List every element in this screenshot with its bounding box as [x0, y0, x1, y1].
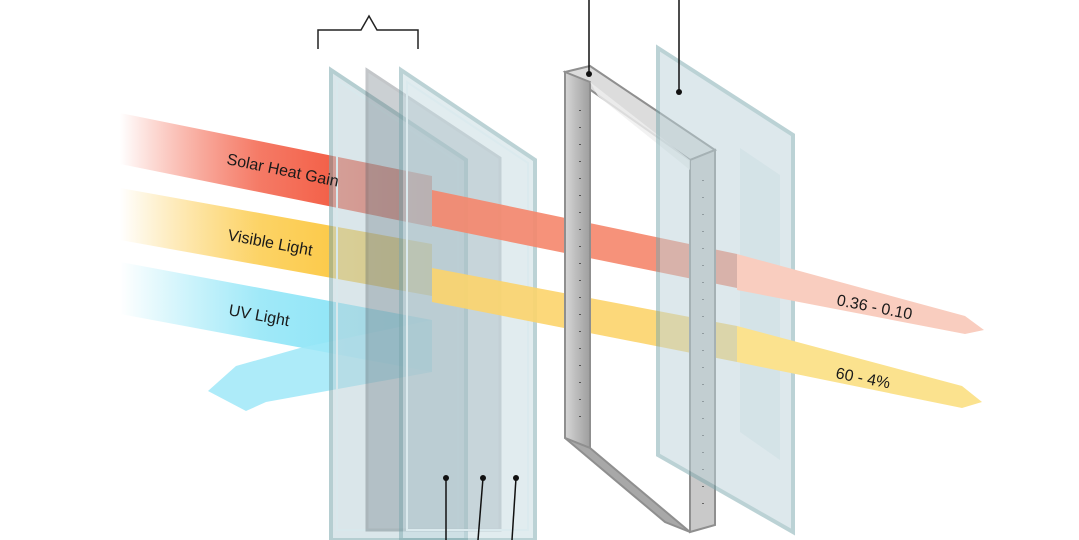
glazing-bracket	[317, 14, 419, 49]
bottom-leader-lines	[443, 475, 519, 540]
visible-light-arrow-out	[737, 326, 982, 408]
glass-pane-inner	[656, 44, 795, 536]
pane-leader-dot	[676, 89, 682, 95]
spacer-leader-dot	[586, 71, 592, 77]
solar-heat-gain-arrow-out	[737, 254, 984, 334]
